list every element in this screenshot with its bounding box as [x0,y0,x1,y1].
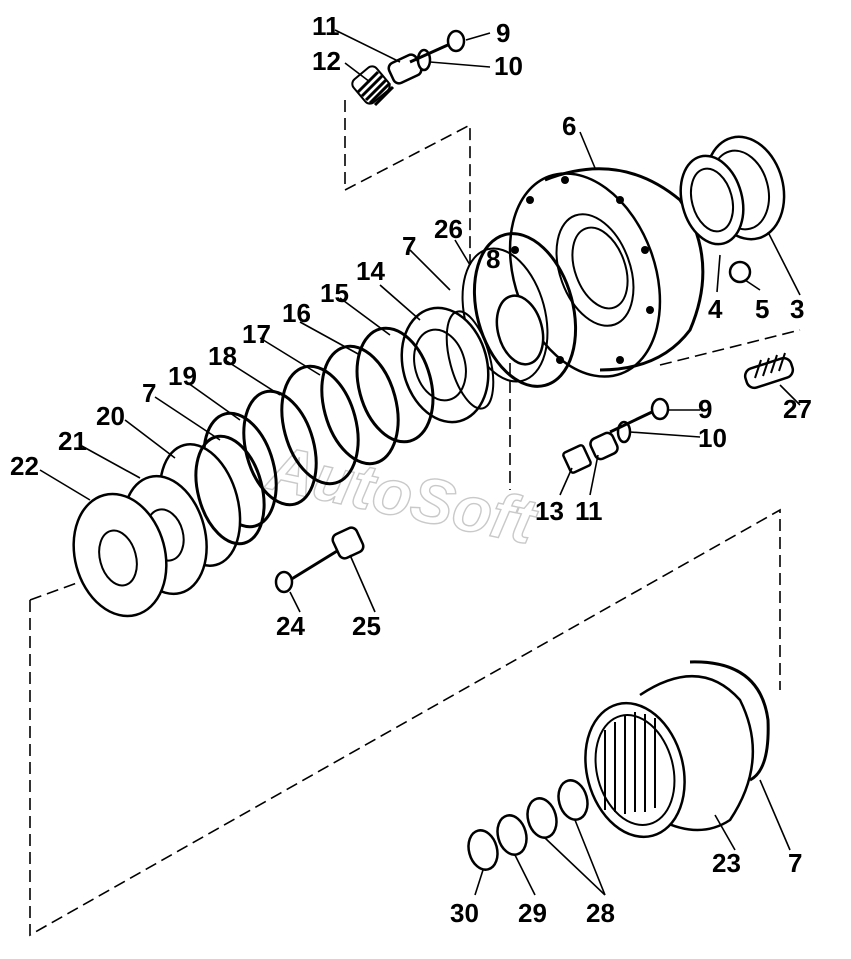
callout-12: 12 [312,46,341,76]
callout-10-mid: 10 [698,423,727,453]
snap-ring-part-26 [472,232,578,388]
plug-part-5 [728,260,752,284]
callout-7-left: 7 [142,378,156,408]
disc-part-18 [242,389,318,507]
drum-part-23 [584,675,755,839]
bolt-part-9-top [409,29,466,64]
washer-part-29 [496,814,528,856]
spring-part-12 [351,65,395,107]
callout-11-mid: 11 [575,496,603,526]
watermark-text: AutoSoft [260,431,544,559]
callout-9-top: 9 [496,18,510,48]
sleeve-part-11-mid [589,431,619,461]
washer-part-30 [467,829,499,871]
clutch-disc-stack [202,326,435,529]
callout-5: 5 [755,294,769,324]
callout-24: 24 [276,611,305,641]
callout-6: 6 [562,111,576,141]
disc-part-15 [355,326,435,444]
callout-13: 13 [535,496,564,526]
callout-27: 27 [783,394,812,424]
callout-3: 3 [790,294,804,324]
callout-25: 25 [352,611,381,641]
callout-22: 22 [10,451,39,481]
callout-labels: 11 12 9 10 6 26 7 8 14 15 16 17 18 19 7 … [10,11,812,928]
nut-part-13 [562,444,592,474]
callout-19: 19 [168,361,197,391]
callout-28: 28 [586,898,615,928]
stud-part-27 [743,352,795,390]
bolt-part-24 [274,546,343,594]
callout-20: 20 [96,401,125,431]
leader-lines [39,29,801,896]
callout-26: 26 [434,214,463,244]
callout-10-top: 10 [494,51,523,81]
end-plate-part-22 [72,492,168,618]
callout-11-top: 11 [312,11,340,41]
callout-14: 14 [356,256,385,286]
callout-8: 8 [486,244,500,274]
callout-9-mid: 9 [698,394,712,424]
sleeve-part-25 [331,526,365,560]
callout-16: 16 [282,298,311,328]
disc-part-17 [280,364,360,486]
callout-4: 4 [708,294,723,324]
ring-part-7-drum [689,660,770,782]
callout-7-upper: 7 [402,231,416,261]
callout-17: 17 [242,319,271,349]
callout-15: 15 [320,278,349,308]
callout-7-drum: 7 [788,848,802,878]
bearing-part-4 [679,154,745,246]
bolt-part-9-mid [609,397,670,434]
callout-29: 29 [518,898,547,928]
callout-30: 30 [450,898,479,928]
callout-18: 18 [208,341,237,371]
callout-23: 23 [712,848,741,878]
callout-21: 21 [58,426,87,456]
bearing-inner-part-8 [495,294,545,366]
shim-part-28b [526,797,558,839]
carrier-part-14 [400,306,495,424]
shim-part-28a [557,779,589,821]
